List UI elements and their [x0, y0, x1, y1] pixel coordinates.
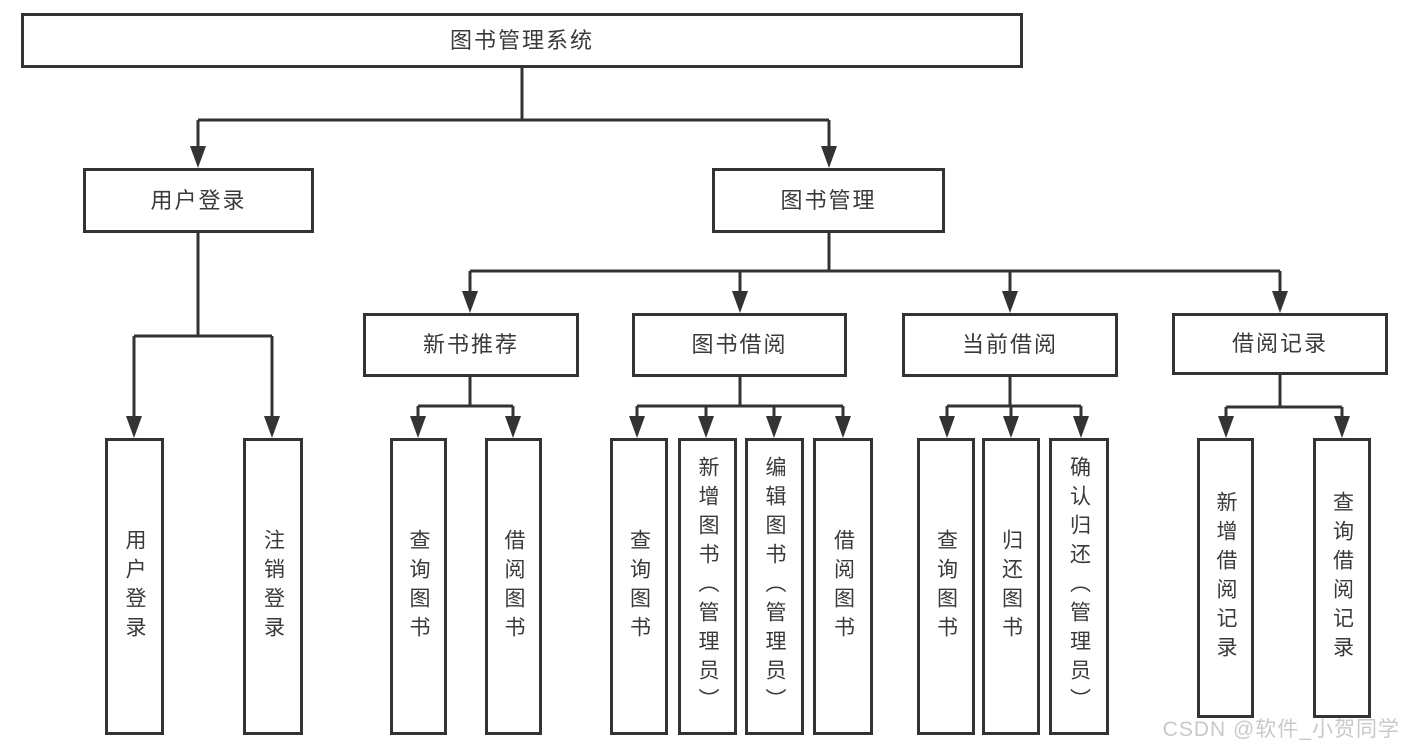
arrowhead-down-icon — [1073, 416, 1089, 438]
node-leaf-logout: 注销登录 — [243, 438, 303, 735]
arrowhead-down-icon — [264, 416, 280, 438]
node-label: 图书借阅 — [691, 332, 788, 357]
arrowhead-down-icon — [505, 416, 521, 438]
arrowhead-down-icon — [766, 416, 782, 438]
arrowhead-down-icon — [821, 146, 837, 168]
node-leaf-newrec-borrow-book: 借阅图书 — [485, 438, 542, 735]
node-label: 注销登录 — [261, 528, 285, 645]
node-root: 图书管理系统 — [21, 13, 1023, 68]
arrowhead-down-icon — [732, 291, 748, 313]
node-borrow-records: 借阅记录 — [1172, 313, 1388, 375]
node-label: 借阅图书 — [502, 528, 525, 645]
node-label: 查询图书 — [934, 528, 958, 645]
arrowhead-down-icon — [410, 416, 426, 438]
node-leaf-newrec-query-book: 查询图书 — [390, 438, 447, 735]
node-book-mgmt: 图书管理 — [712, 168, 945, 233]
node-label: 用户登录 — [150, 187, 247, 213]
node-leaf-borrow-borrow-book: 借阅图书 — [813, 438, 873, 735]
arrowhead-down-icon — [126, 416, 142, 438]
node-label: 确认归还（管理员） — [1067, 456, 1091, 717]
arrowhead-down-icon — [1272, 291, 1288, 313]
arrowhead-down-icon — [629, 416, 645, 438]
arrowhead-down-icon — [835, 416, 851, 438]
node-new-book-rec: 新书推荐 — [363, 313, 579, 377]
node-label: 新书推荐 — [422, 332, 519, 357]
node-leaf-records-add: 新增借阅记录 — [1197, 438, 1254, 718]
node-label: 查询图书 — [627, 528, 651, 645]
node-label: 查询借阅记录 — [1330, 491, 1354, 665]
node-label: 归还图书 — [999, 528, 1023, 645]
node-book-borrow: 图书借阅 — [632, 313, 847, 377]
node-leaf-current-return-book: 归还图书 — [982, 438, 1040, 735]
node-label: 查询图书 — [407, 528, 430, 645]
node-current-borrow: 当前借阅 — [902, 313, 1118, 377]
node-leaf-current-query-book: 查询图书 — [917, 438, 975, 735]
node-leaf-borrow-query-book: 查询图书 — [610, 438, 668, 735]
arrowhead-down-icon — [1003, 416, 1019, 438]
node-label: 当前借阅 — [961, 332, 1058, 357]
arrowhead-down-icon — [1218, 416, 1234, 438]
arrowhead-down-icon — [1002, 291, 1018, 313]
node-user-login: 用户登录 — [83, 168, 314, 233]
node-leaf-user-login: 用户登录 — [105, 438, 164, 735]
arrowhead-down-icon — [462, 291, 478, 313]
node-label: 借阅记录 — [1231, 331, 1328, 356]
node-leaf-current-confirm-return: 确认归还（管理员） — [1049, 438, 1109, 735]
node-label: 新增图书（管理员） — [696, 456, 719, 717]
node-label: 借阅图书 — [831, 528, 855, 645]
node-label: 新增借阅记录 — [1214, 491, 1237, 665]
node-leaf-borrow-add-book: 新增图书（管理员） — [678, 438, 737, 735]
node-label: 编辑图书（管理员） — [763, 456, 786, 717]
arrowhead-down-icon — [1334, 416, 1350, 438]
arrowhead-down-icon — [939, 416, 955, 438]
node-leaf-records-query: 查询借阅记录 — [1313, 438, 1371, 718]
watermark: CSDN @软件_小贺同学 — [1162, 718, 1400, 741]
node-label: 图书管理 — [780, 187, 877, 213]
node-leaf-borrow-edit-book: 编辑图书（管理员） — [745, 438, 804, 735]
node-label: 用户登录 — [123, 528, 146, 645]
arrowhead-down-icon — [190, 146, 206, 168]
arrowhead-down-icon — [698, 416, 714, 438]
node-label: 图书管理系统 — [449, 27, 594, 53]
